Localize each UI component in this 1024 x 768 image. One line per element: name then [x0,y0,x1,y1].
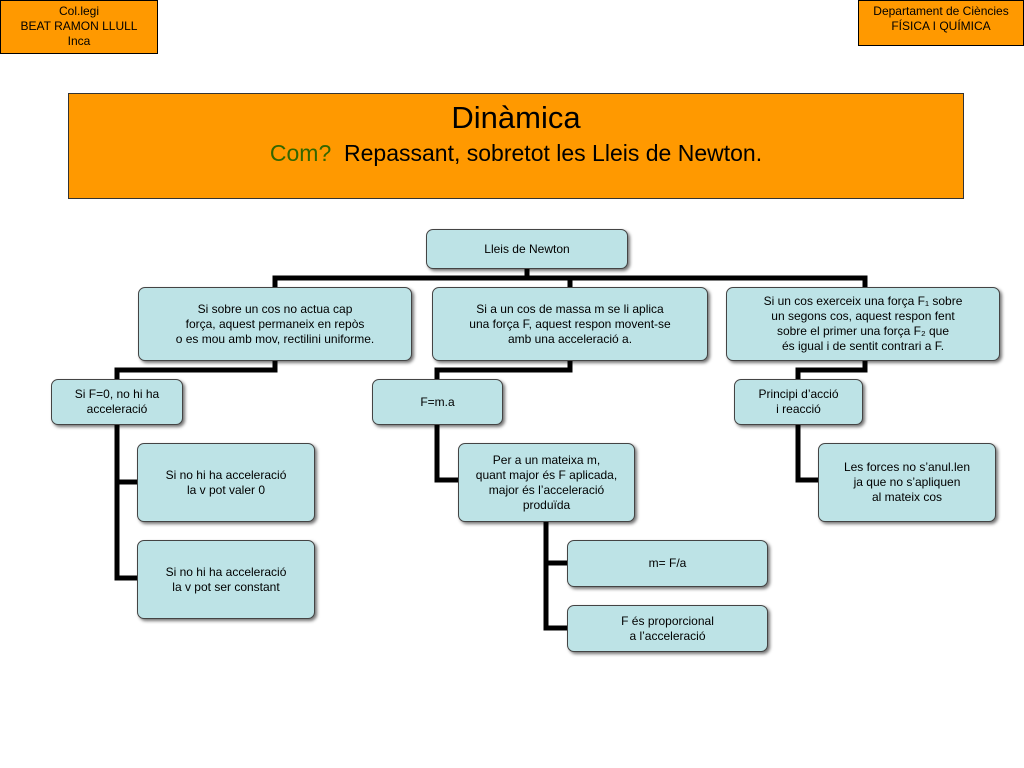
node-text: o es mou amb mov, rectilini uniforme. [175,331,375,346]
department-label: Departament de Ciències FÍSICA I QUÍMICA [858,0,1024,46]
node-text: sobre el primer una força F₂ que [776,324,950,338]
node-zero-force: Si F=0, no hi ha acceleració [51,379,183,425]
node-text: força, aquest permaneix en repòs [185,316,365,331]
connector-law3-action [795,357,868,383]
connector-fma-mass [434,421,461,483]
department-line-1: Departament de Ciències [873,4,1009,18]
node-text: m= F/a [648,556,687,570]
node-text: Per a un mateixa m, [492,452,601,467]
node-newton-laws: Lleis de Newton [426,229,628,269]
page-subtitle: Com? Repassant, sobretot les Lleis de Ne… [69,139,963,167]
node-text: ja que no s’apliquen [853,475,961,489]
node-velocity-zero: Si no hi ha acceleració la v pot valer 0 [137,443,315,522]
node-text: acceleració [86,402,148,416]
node-text: a l’acceleració [629,628,706,643]
node-same-mass: Per a un mateixa m, quant major és F apl… [458,443,635,522]
node-text: amb una acceleració a. [507,331,633,346]
node-text: Si F=0, no hi ha [74,387,160,401]
school-line-1: Col.legi [58,4,100,18]
school-label: Col.legi BEAT RAMON LLULL Inca [0,0,158,54]
school-line-3: Inca [67,34,91,48]
subtitle-text: Repassant, sobretot les Lleis de Newton. [344,140,763,166]
node-text: F és proporcional [621,613,714,628]
node-text: Si un cos exerceix una força F₁ sobre [763,294,963,308]
node-mass-formula: m= F/a [567,540,768,587]
node-text: Principi d’acció [758,387,839,401]
node-second-law: Si a un cos de massa m se li aplica una … [432,287,708,361]
node-text: Si sobre un cos no actua cap [197,301,353,316]
node-action-reaction: Principi d’acció i reacció [734,379,863,425]
subtitle-question: Com? [269,140,332,166]
node-first-law: Si sobre un cos no actua cap força, aque… [138,287,412,361]
node-text: Lleis de Newton [484,241,570,256]
node-text: F=m.a [420,394,455,409]
node-text: i reacció [776,402,821,416]
node-velocity-constant: Si no hi ha acceleració la v pot ser con… [137,540,315,619]
school-line-2: BEAT RAMON LLULL [20,19,138,33]
node-text: és igual i de sentit contrari a F. [781,339,945,353]
connector-law1-f0 [114,357,278,383]
node-forces-not-cancel: Les forces no s’anul.len ja que no s’apl… [818,443,996,522]
connector-law2-fma [434,357,573,383]
node-third-law: Si un cos exerceix una força F₁ sobre un… [726,287,1000,361]
node-text: Si a un cos de massa m se li aplica [476,301,664,316]
node-text: al mateix cos [871,490,943,504]
node-text: Si no hi ha acceleració [165,564,287,579]
node-text: la v pot ser constant [172,579,280,594]
node-text: Si no hi ha acceleració [165,467,287,482]
page-title: Dinàmica [451,100,581,135]
node-text: una força F, aquest respon movent-se [469,316,671,331]
node-text: la v pot valer 0 [186,482,266,497]
node-text: quant major és F aplicada, [475,467,618,482]
node-text: major és l’acceleració [488,482,605,497]
title-banner: Dinàmica Com? Repassant, sobretot les Ll… [68,93,964,199]
node-text: un segons cos, aquest respon fent [771,309,955,323]
node-text: Les forces no s’anul.len [843,460,971,474]
department-line-2: FÍSICA I QUÍMICA [891,19,991,33]
connector-action-forces [795,421,822,483]
node-proportional: F és proporcional a l’acceleració [567,605,768,652]
node-f-equals-ma: F=m.a [372,379,503,425]
node-text: produïda [522,497,571,512]
